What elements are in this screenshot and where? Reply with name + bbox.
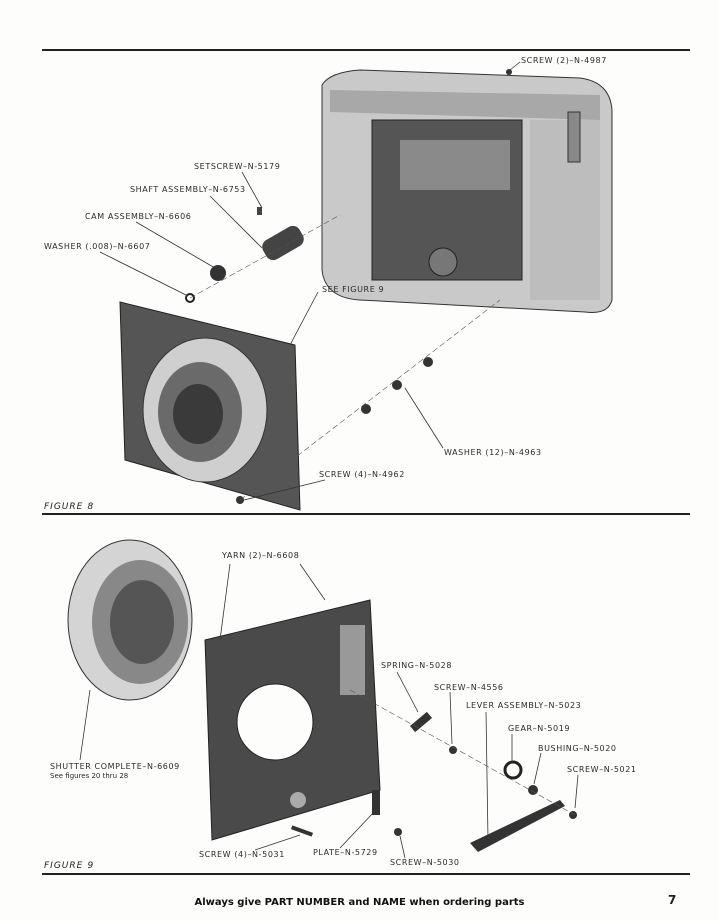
- lens-plate-illustration: [204, 599, 381, 841]
- figure8-rule: [42, 513, 690, 515]
- label-shutter-complete-6609: SHUTTER COMPLETE–N-6609: [50, 762, 180, 771]
- label-screw-5031: SCREW (4)–N-5031: [199, 850, 285, 859]
- label-screw-5030: SCREW–N-5030: [390, 858, 460, 867]
- footer-note: Always give PART NUMBER and NAME when or…: [194, 897, 525, 908]
- figure9-caption: FIGURE 9: [44, 861, 95, 871]
- page-number: 7: [668, 893, 677, 907]
- lens-board-illustration: [119, 301, 301, 511]
- label-screw-4962: SCREW (4)–N-4962: [319, 470, 405, 479]
- label-shaft-assembly-6753: SHAFT ASSEMBLY–N-6753: [130, 185, 246, 194]
- leader-lines: [79, 61, 579, 859]
- label-screw-4987: SCREW (2)–N-4987: [521, 56, 607, 65]
- top-rule: [42, 49, 690, 51]
- label-bushing-5020: BUSHING–N-5020: [538, 744, 617, 753]
- camera-body-illustration: [321, 69, 613, 313]
- label-screw-4556: SCREW–N-4556: [434, 683, 504, 692]
- shutter-illustration: [67, 539, 193, 701]
- label-screw-5021: SCREW–N-5021: [567, 765, 637, 774]
- centerlines: [189, 214, 576, 816]
- label-plate-5729: PLATE–N-5729: [313, 848, 378, 857]
- label-gear-5019: GEAR–N-5019: [508, 724, 571, 733]
- figure9-rule: [42, 873, 690, 875]
- shaft-cam-illustration: [185, 207, 304, 303]
- label-shutter-note: See figures 20 thru 28: [50, 772, 129, 780]
- label-cam-assembly-6606: CAM ASSEMBLY–N-6606: [85, 212, 192, 221]
- figure8-caption: FIGURE 8: [44, 502, 95, 512]
- label-lever-assembly-5023: LEVER ASSEMBLY–N-5023: [466, 701, 582, 710]
- label-washer-4963: WASHER (12)–N-4963: [444, 448, 542, 457]
- label-washer-6607: WASHER (.008)–N-6607: [44, 242, 151, 251]
- label-yarn-6608: YARN (2)–N-6608: [222, 551, 300, 560]
- label-spring-5028: SPRING–N-5028: [381, 661, 453, 670]
- label-setscrew-5179: SETSCREW–N-5179: [194, 162, 281, 171]
- label-see-figure-9: SEE FIGURE 9: [322, 285, 385, 294]
